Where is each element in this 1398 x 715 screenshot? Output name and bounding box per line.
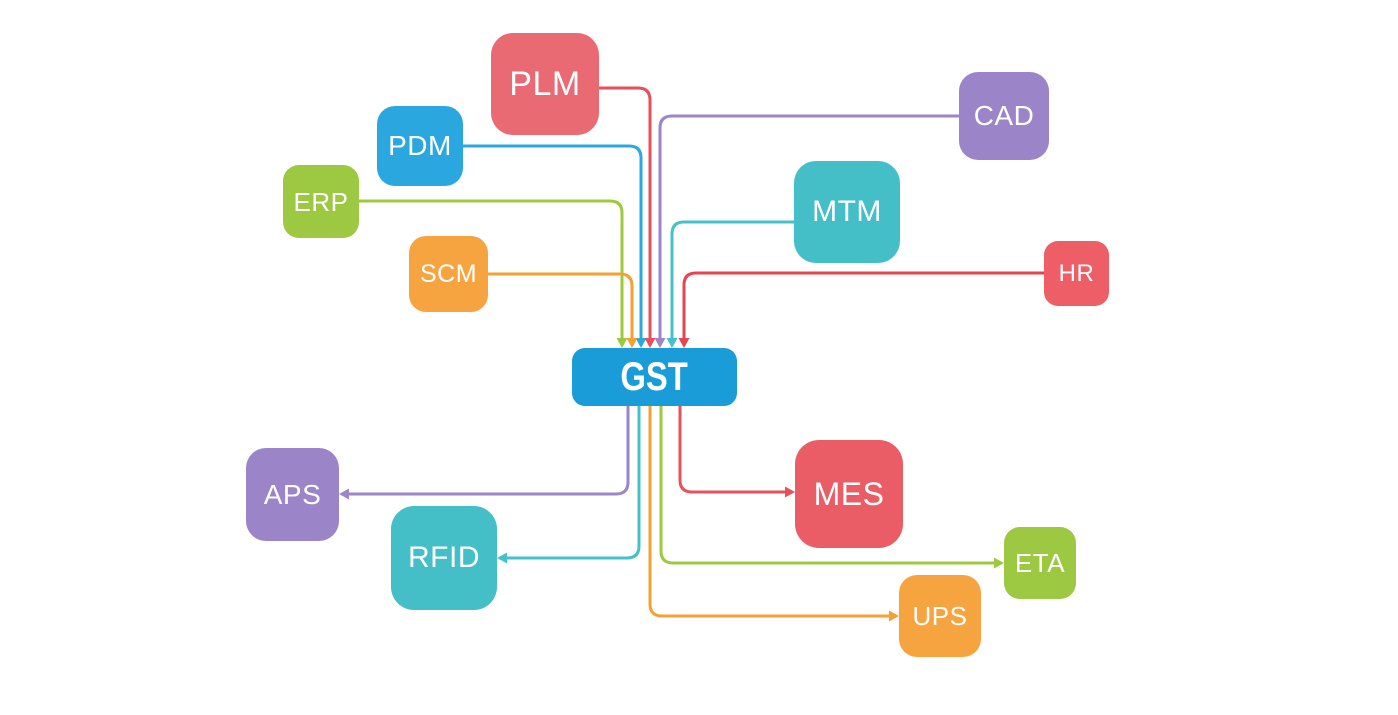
node-label: CAD (973, 100, 1035, 131)
diagram-node-ups: UPS (899, 575, 981, 657)
edge-erp-gst (357, 199, 624, 340)
diagram-node-scm: SCM (409, 236, 488, 312)
diagram-node-plm: PLM (491, 33, 599, 135)
node-label: HR (1058, 259, 1095, 287)
diagram-node-aps: APS (246, 448, 339, 541)
arrowhead-gst-rfid (497, 552, 507, 564)
arrowhead-scm-gst (626, 338, 638, 348)
node-label: APS (263, 478, 322, 510)
diagram-node-rfid: RFID (391, 506, 497, 610)
node-label: PDM (388, 130, 452, 161)
arrowhead-gst-aps (339, 488, 349, 500)
arrowhead-erp-gst (616, 338, 628, 348)
arrowhead-gst-mes (785, 486, 795, 498)
diagram-node-gst: GST (572, 348, 737, 406)
node-label: GST (620, 355, 689, 399)
edge-plm-gst (597, 86, 652, 340)
edge-gst-ups (648, 404, 891, 618)
node-label: RFID (408, 541, 480, 574)
edge-hr-gst (682, 271, 1046, 340)
diagram-node-eta: ETA (1004, 527, 1076, 599)
diagram-node-mes: MES (795, 440, 903, 548)
edge-gst-mes (678, 404, 787, 494)
diagram-node-erp: ERP (283, 165, 359, 238)
diagram-node-pdm: PDM (377, 106, 463, 186)
edge-mtm-gst (670, 220, 796, 340)
diagram-node-cad: CAD (959, 72, 1049, 160)
edge-gst-eta (659, 404, 996, 565)
node-label: SCM (419, 259, 478, 288)
node-label: ERP (293, 186, 349, 217)
arrowhead-cad-gst (654, 338, 666, 348)
diagram-node-hr: HR (1044, 241, 1109, 306)
edge-cad-gst (658, 114, 961, 340)
edge-pdm-gst (461, 144, 643, 340)
node-label: PLM (509, 65, 581, 103)
edge-gst-aps (347, 404, 630, 496)
node-label: MES (813, 476, 885, 512)
edge-gst-rfid (505, 404, 641, 560)
arrowhead-hr-gst (678, 338, 690, 348)
arrowhead-pdm-gst (635, 338, 647, 348)
diagram-node-mtm: MTM (794, 161, 900, 263)
node-label: MTM (812, 195, 882, 228)
arrowhead-gst-ups (889, 610, 899, 622)
arrowhead-plm-gst (644, 338, 656, 348)
node-label: ETA (1014, 548, 1066, 578)
edge-scm-gst (486, 272, 634, 340)
node-label: UPS (912, 601, 968, 631)
arrowhead-mtm-gst (666, 338, 678, 348)
arrowhead-gst-eta (994, 557, 1004, 569)
